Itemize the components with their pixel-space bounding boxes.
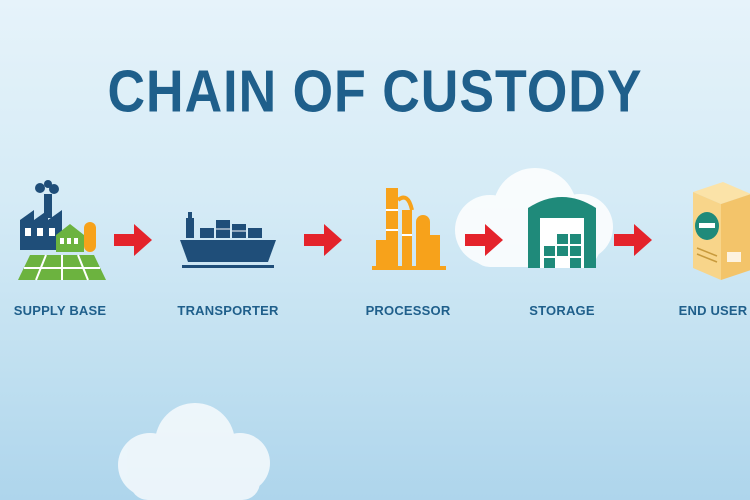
arrow-right-icon xyxy=(465,224,503,256)
product-box-icon xyxy=(693,182,750,280)
step-transporter: TRANSPORTER xyxy=(163,180,293,318)
step-label: SUPPLY BASE xyxy=(13,303,107,318)
step-processor: PROCESSOR xyxy=(343,180,473,318)
step-label: END USER xyxy=(678,303,748,318)
step-end-user: END USER xyxy=(648,180,750,318)
factory-farm-icon xyxy=(18,180,106,281)
cargo-ship-icon xyxy=(180,212,276,268)
background-cloud-bottom xyxy=(118,403,270,500)
step-storage: STORAGE xyxy=(497,180,627,318)
processing-plant-icon xyxy=(372,188,446,270)
step-label: TRANSPORTER xyxy=(177,303,279,318)
step-supply-base: SUPPLY BASE xyxy=(0,180,125,318)
arrow-right-icon xyxy=(614,224,652,256)
page-title: CHAIN OF CUSTODY xyxy=(107,58,643,126)
step-label: STORAGE xyxy=(529,303,595,318)
step-label: PROCESSOR xyxy=(365,303,451,318)
arrow-right-icon xyxy=(114,224,152,256)
warehouse-icon xyxy=(528,197,596,268)
arrow-right-icon xyxy=(304,224,342,256)
